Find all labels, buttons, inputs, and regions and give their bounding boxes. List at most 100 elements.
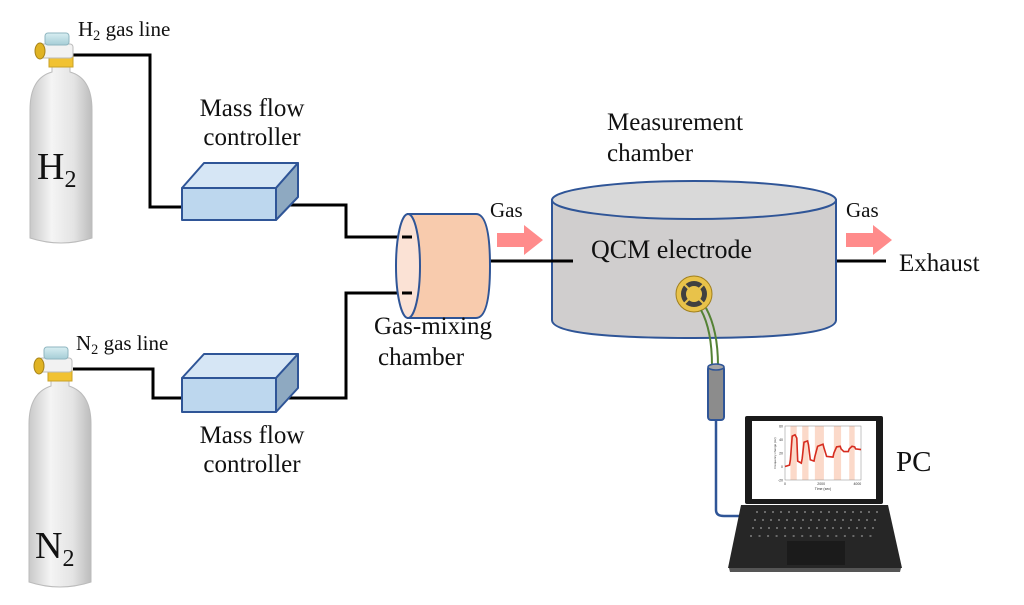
y-tick-label: 0 (781, 465, 783, 469)
mfc-top-label: Mass flow controller (199, 95, 305, 151)
keyboard-key (840, 527, 842, 529)
keyboard-key (775, 535, 778, 537)
n2-cylinder-label: N2 (35, 525, 75, 572)
keyboard-key (780, 511, 782, 513)
shaded-interval (802, 426, 809, 480)
keyboard-key (836, 511, 838, 513)
gas-lines (72, 53, 886, 400)
keyboard-key (868, 511, 870, 513)
keyboard-key (872, 527, 874, 529)
keyboard-key (858, 519, 860, 521)
x-tick-label: 0 (784, 482, 786, 486)
keyboard-key (835, 535, 838, 537)
keyboard-key (810, 519, 812, 521)
laptop-icon (728, 416, 902, 572)
keyboard-key (767, 535, 770, 537)
h2-mfc-to-mixer (286, 203, 407, 239)
shaded-interval (814, 426, 824, 480)
keyboard-key (762, 519, 764, 521)
gas-mixing-chamber (395, 213, 492, 319)
h2-cylinder (29, 32, 93, 244)
keyboard-key (754, 519, 756, 521)
keyboard-key (826, 535, 829, 537)
mixing-chamber-label: Gas-mixing chamber (374, 313, 493, 371)
h2-cylinder-label: H2 (37, 146, 77, 193)
keyboard-key (828, 511, 830, 513)
keyboard-key (784, 535, 787, 537)
keyboard-key (856, 527, 858, 529)
gas-out-arrow (846, 225, 892, 255)
usb-cable (714, 420, 746, 518)
series-line (784, 433, 862, 468)
qcm-electrode-label: QCM electrode (591, 235, 753, 264)
keyboard-key (788, 511, 790, 513)
plot-frame (784, 425, 862, 481)
keyboard-key (760, 527, 762, 529)
gas-in-label: Gas (490, 198, 523, 222)
keyboard-key (843, 535, 846, 537)
keyboard-key (834, 519, 836, 521)
mfc-bottom-label: Mass flow controller (199, 422, 305, 478)
keyboard-key (778, 519, 780, 521)
keyboard-key (786, 519, 788, 521)
keyboard-key (809, 535, 812, 537)
keyboard-key (808, 527, 810, 529)
exhaust-label: Exhaust (899, 250, 980, 277)
electrode-wires (700, 307, 719, 367)
keyboard-key (876, 511, 878, 513)
keyboard-key (844, 511, 846, 513)
keyboard-key (768, 527, 770, 529)
n2-gas-line-label: N2 gas line (76, 331, 169, 358)
keyboard-key (812, 511, 814, 513)
keyboard-key (820, 511, 822, 513)
keyboard-key (848, 527, 850, 529)
y-tick-label: 20 (779, 452, 783, 456)
measurement-chamber (551, 180, 837, 340)
keyboard-key (852, 511, 854, 513)
keyboard-key (818, 535, 821, 537)
n2-line-to-mfc (73, 367, 182, 400)
keyboard-key (792, 535, 795, 537)
shaded-interval (833, 426, 842, 480)
keyboard-key (818, 519, 820, 521)
qcm-electrode-icon (675, 275, 713, 313)
keyboard-key (764, 511, 766, 513)
keyboard-key (750, 535, 752, 537)
shaded-interval (849, 426, 855, 480)
keyboard-key (816, 527, 818, 529)
keyboard-key (802, 519, 804, 521)
keyboard-key (842, 519, 844, 521)
keyboard-key (850, 519, 852, 521)
keyboard-key (869, 535, 872, 537)
x-tick-label: 4000 (853, 482, 861, 486)
keyboard-key (826, 519, 828, 521)
keyboard-key (824, 527, 826, 529)
mfc-top-box (181, 162, 299, 221)
oscillator-module (707, 363, 725, 421)
y-axis-label: Frequency change (Hz) (773, 437, 777, 468)
keyboard-key (860, 511, 862, 513)
mfc-bottom-box (181, 353, 299, 413)
y-tick-label: 40 (779, 438, 783, 442)
keyboard-key (776, 527, 778, 529)
gas-out-label: Gas (846, 198, 879, 222)
n2-cylinder (28, 346, 92, 588)
keyboard-key (756, 511, 758, 513)
keyboard-key (832, 527, 834, 529)
keyboard-key (752, 527, 754, 529)
y-tick-label: -20 (778, 479, 783, 483)
keyboard-key (801, 535, 804, 537)
h2-gas-line-label: H2 gas line (78, 17, 171, 44)
pc-label: PC (896, 446, 932, 478)
shaded-interval (790, 426, 797, 480)
keyboard-key (770, 519, 772, 521)
keyboard-key (864, 527, 866, 529)
keyboard-key (860, 535, 863, 537)
keyboard-key (800, 527, 802, 529)
keyboard-key (852, 535, 855, 537)
h2-line-to-mfc (72, 53, 182, 209)
measurement-chamber-label: Measurement chamber (607, 109, 744, 167)
